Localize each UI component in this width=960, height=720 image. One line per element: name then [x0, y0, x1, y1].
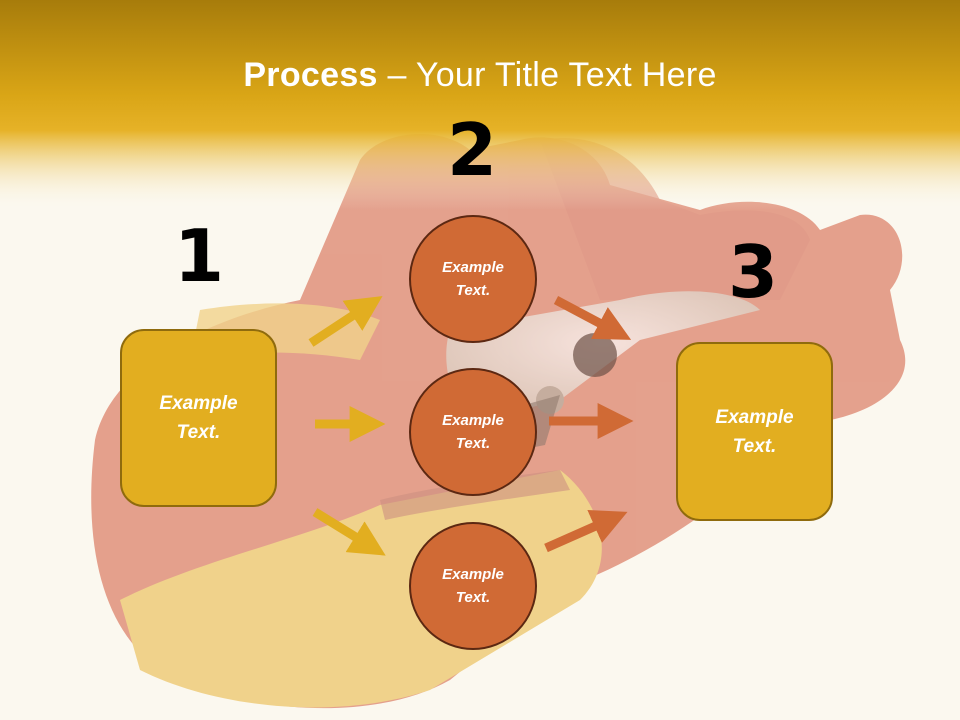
arrow-2a-to-3 [553, 296, 632, 340]
title-bold-part: Process [243, 56, 378, 94]
step-1-text: Example Text. [159, 393, 238, 443]
title-rest: – Your Title Text Here [377, 56, 717, 94]
step-3-box[interactable]: Example Text. [676, 342, 833, 521]
step-2-circle-middle-text: Example Text. [442, 412, 504, 452]
step-number-3: 3 [727, 230, 779, 314]
step-2-circle-bottom-text: Example Text. [442, 566, 504, 606]
step-number-1: 1 [173, 214, 225, 298]
step-2-circle-bottom[interactable]: Example Text. [409, 522, 537, 650]
step-2-circle-middle[interactable]: Example Text. [409, 368, 537, 496]
step-2-circle-top-text: Example Text. [442, 259, 504, 299]
arrow-1-to-2c [312, 508, 386, 556]
slide-title: Process – Your Title Text Here [0, 52, 960, 98]
arrow-1-to-2a [308, 296, 383, 347]
step-1-box[interactable]: Example Text. [120, 329, 277, 507]
step-3-text: Example Text. [715, 406, 794, 457]
step-2-circle-top[interactable]: Example Text. [409, 215, 537, 343]
step-number-2: 2 [446, 108, 498, 192]
arrow-2c-to-3 [544, 510, 628, 553]
